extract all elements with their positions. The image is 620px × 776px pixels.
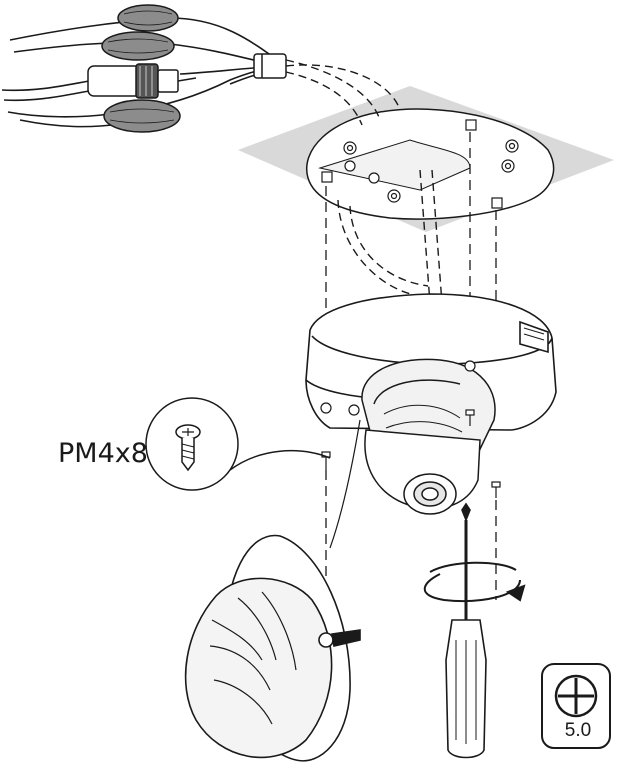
cable-boot-middle <box>101 31 175 61</box>
bnc-connector <box>87 63 197 99</box>
rotate-clockwise-icon <box>423 561 526 602</box>
camera-lens-module <box>361 358 496 515</box>
tool-size-label: 5.0 <box>564 720 592 741</box>
screwdriver <box>445 502 487 759</box>
housing-screws <box>321 409 501 498</box>
housing-screw-holes <box>320 360 476 416</box>
cable-boot-upper <box>117 4 179 32</box>
cable-boot-lower <box>103 99 181 133</box>
cable-sleeve <box>253 53 287 79</box>
ceiling-anchors <box>321 119 503 209</box>
screw-callout <box>145 397 331 491</box>
dome-cover <box>184 534 361 762</box>
screw-size-label: PM4x8 <box>58 438 148 469</box>
phillips-screwdriver-icon <box>541 663 611 749</box>
safety-tether <box>329 419 361 549</box>
mount-screw-holes <box>343 139 519 203</box>
